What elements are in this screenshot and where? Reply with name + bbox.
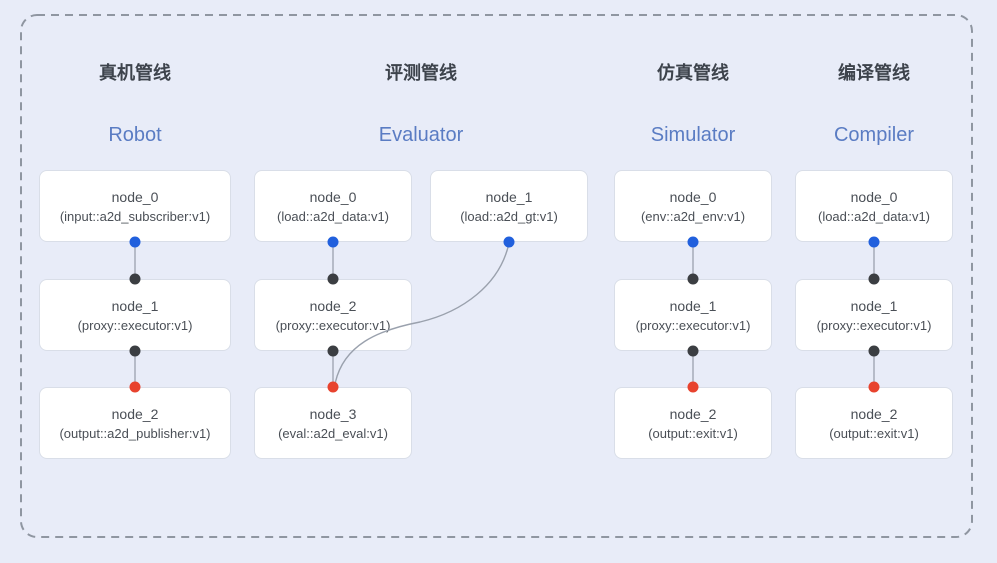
pipeline-title-zh-compiler: 编译管线	[838, 63, 910, 83]
node-type: (load::a2d_data:v1)	[817, 208, 931, 224]
node-type: (proxy::executor:v1)	[816, 317, 932, 333]
pipeline-title-zh-simulator: 仿真管线	[657, 63, 729, 83]
node-type: (proxy::executor:v1)	[77, 317, 193, 333]
node-box-compiler-2: node_2 (output::exit:v1)	[795, 387, 953, 459]
node-box-robot-2: node_2 (output::a2d_publisher:v1)	[39, 387, 231, 459]
node-name: node_1	[850, 297, 898, 314]
node-type: (output::exit:v1)	[829, 425, 919, 441]
node-type: (load::a2d_data:v1)	[276, 208, 390, 224]
node-type: (env::a2d_env:v1)	[640, 208, 746, 224]
node-type: (eval::a2d_eval:v1)	[278, 425, 388, 441]
node-box-simulator-2: node_2 (output::exit:v1)	[614, 387, 772, 459]
node-name: node_2	[669, 405, 717, 422]
node-box-compiler-1: node_1 (proxy::executor:v1)	[795, 279, 953, 351]
node-name: node_0	[111, 188, 159, 205]
node-type: (proxy::executor:v1)	[275, 317, 391, 333]
node-name: node_2	[111, 405, 159, 422]
node-name: node_3	[309, 405, 357, 422]
node-box-evaluator-0: node_0 (load::a2d_data:v1)	[254, 170, 412, 242]
node-name: node_2	[309, 297, 357, 314]
node-box-evaluator-3: node_3 (eval::a2d_eval:v1)	[254, 387, 412, 459]
node-box-simulator-1: node_1 (proxy::executor:v1)	[614, 279, 772, 351]
node-name: node_0	[669, 188, 717, 205]
node-box-robot-1: node_1 (proxy::executor:v1)	[39, 279, 231, 351]
node-box-evaluator-2: node_2 (proxy::executor:v1)	[254, 279, 412, 351]
node-box-evaluator-1: node_1 (load::a2d_gt:v1)	[430, 170, 588, 242]
pipeline-title-en-evaluator: Evaluator	[378, 124, 464, 146]
pipeline-title-en-robot: Robot	[108, 124, 162, 146]
node-box-simulator-0: node_0 (env::a2d_env:v1)	[614, 170, 772, 242]
node-type: (proxy::executor:v1)	[635, 317, 751, 333]
pipeline-title-zh-robot: 真机管线	[99, 63, 171, 83]
node-name: node_0	[850, 188, 898, 205]
node-name: node_0	[309, 188, 357, 205]
node-name: node_2	[850, 405, 898, 422]
node-box-compiler-0: node_0 (load::a2d_data:v1)	[795, 170, 953, 242]
pipeline-title-en-simulator: Simulator	[650, 124, 736, 146]
node-name: node_1	[485, 188, 533, 205]
node-name: node_1	[669, 297, 717, 314]
node-type: (output::exit:v1)	[648, 425, 738, 441]
node-type: (load::a2d_gt:v1)	[460, 208, 558, 224]
node-box-robot-0: node_0 (input::a2d_subscriber:v1)	[39, 170, 231, 242]
pipeline-title-en-compiler: Compiler	[833, 124, 915, 146]
node-type: (input::a2d_subscriber:v1)	[59, 208, 211, 224]
node-type: (output::a2d_publisher:v1)	[59, 425, 211, 441]
pipeline-title-zh-evaluator: 评测管线	[385, 63, 457, 83]
node-name: node_1	[111, 297, 159, 314]
